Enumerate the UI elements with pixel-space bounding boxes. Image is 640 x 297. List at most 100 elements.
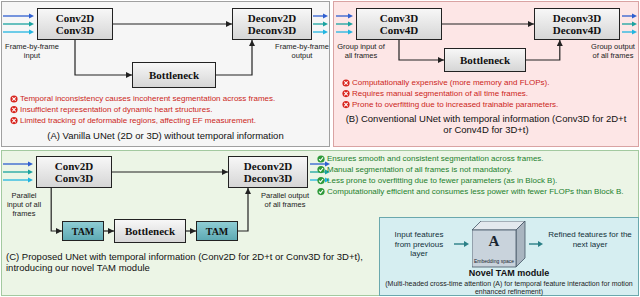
cube-front — [472, 230, 516, 267]
arrow-head — [28, 162, 33, 167]
frame-arrow — [3, 31, 30, 32]
cross-mark — [344, 103, 347, 106]
attention-cube: AEmbedding space — [472, 221, 526, 268]
benefit-text: Computationally efficient and consumes l… — [327, 187, 633, 197]
flow-arrow — [399, 40, 444, 60]
module-caption: (Multi-headed cross-time attention (A) f… — [384, 280, 634, 296]
inset-ground — [379, 217, 639, 296]
cross-icon — [342, 101, 349, 108]
tam-block: TAM — [62, 221, 104, 241]
check-mark — [319, 168, 323, 171]
feature-arrow — [529, 243, 539, 244]
frame-arrow — [313, 23, 324, 24]
cross-icon — [10, 95, 17, 102]
cross-mark — [344, 81, 347, 84]
cross-mark — [344, 92, 347, 95]
block-label: Bottleneck — [460, 54, 510, 66]
input-label: Group input of all frames — [336, 42, 386, 60]
drawback-text: Temporal inconsistency causes incoherent… — [20, 94, 325, 104]
block-label: Deconv3D Deconv4D — [553, 12, 601, 36]
frame-arrow — [3, 171, 29, 172]
conv-block: Conv2D Conv3D — [36, 156, 112, 188]
arrow-head — [323, 14, 328, 19]
block-label: Conv2D Conv3D — [55, 160, 94, 184]
deconv-block: Deconv2D Deconv3D — [228, 156, 308, 188]
check-icon — [317, 155, 324, 162]
cross-mark — [12, 119, 15, 122]
frame-arrow — [336, 15, 349, 16]
check-mark — [319, 190, 323, 193]
block-label: Conv2D Conv3D — [56, 12, 95, 36]
frame-arrow — [622, 23, 633, 24]
drawback-text: Insufficient representation of dynamic h… — [20, 105, 325, 115]
frame-arrow — [3, 179, 29, 180]
cross-icon — [342, 90, 349, 97]
conv-block: Conv3D Conv4D — [356, 8, 442, 40]
block-label: TAM — [206, 226, 229, 237]
arrow-head — [632, 14, 637, 19]
panel: Conv2D Conv3D Bottleneck Deconv2D Deconv3D… — [1, 1, 330, 147]
benefit-text: Less prone to overfitting due to fewer p… — [327, 176, 633, 186]
output-feature-label: Refined features for the next layer — [546, 230, 634, 249]
cross-icon — [10, 106, 17, 113]
bottleneck-block: Bottleneck — [444, 48, 526, 72]
benefit-text: Ensures smooth and consistent segmentati… — [327, 154, 633, 164]
tam-block: TAM — [196, 221, 238, 241]
frame-arrow — [310, 163, 326, 164]
check-mark — [319, 179, 323, 182]
input-arrows — [3, 162, 33, 183]
deconv-block: Deconv3D Deconv4D — [534, 8, 620, 40]
drawback-text: Requires manual segmentation of all time… — [352, 89, 634, 99]
block-label: Deconv2D Deconv3D — [244, 160, 292, 184]
arrow-head — [464, 241, 469, 247]
cross-mark — [12, 97, 15, 100]
frame-arrow — [3, 23, 30, 24]
tam-module-inset: AEmbedding spaceInput features from prev… — [379, 217, 639, 296]
block-label: Deconv2D Deconv3D — [248, 12, 296, 36]
flow-arrow — [186, 230, 196, 231]
check-icon — [317, 177, 324, 184]
output-label: Parallel output of all frames — [258, 191, 312, 209]
flow-arrow — [238, 188, 248, 231]
cross-mark — [12, 108, 15, 111]
flow-arrow — [104, 230, 114, 231]
check-icon — [317, 166, 324, 173]
check-mark — [319, 157, 323, 160]
arrow-head — [323, 22, 328, 27]
feature-arrow — [454, 243, 465, 244]
frame-arrow — [3, 15, 30, 16]
flow-arrow — [75, 40, 132, 75]
arrow-head — [632, 30, 637, 35]
output-arrows — [313, 14, 328, 35]
panel-ground — [1, 150, 639, 296]
panel-caption: (B) Conventional UNet with temporal info… — [342, 113, 630, 136]
flow-arrow — [442, 23, 534, 24]
input-arrows — [3, 14, 34, 35]
input-label: Parallel input of all frames — [4, 191, 44, 218]
arrow-head — [29, 22, 34, 27]
block-label: Bottleneck — [149, 69, 199, 81]
arrow-head — [348, 14, 353, 19]
drawback-text: Limited tracking of deformable regions, … — [20, 116, 325, 126]
frame-arrow — [336, 23, 349, 24]
block-label: Conv3D Conv4D — [380, 12, 419, 36]
output-label: Group output of all frames — [590, 42, 636, 60]
deconv-block: Deconv2D Deconv3D — [232, 8, 312, 40]
arrow-head — [28, 178, 33, 183]
flow-arrow — [216, 40, 252, 75]
frame-arrow — [622, 15, 633, 16]
arrow-head — [348, 22, 353, 27]
output-arrows — [622, 14, 637, 35]
flow-arrow — [113, 23, 232, 24]
arrow-head — [323, 30, 328, 35]
arrow-head — [29, 30, 34, 35]
cube-side — [516, 221, 525, 267]
panel: Conv2D Conv3D TAM Bottleneck TAM Deconv2D De… — [1, 150, 639, 296]
frame-arrow — [622, 31, 633, 32]
check-icon — [317, 166, 324, 173]
bottleneck-block: Bottleneck — [114, 219, 186, 243]
panel: Conv3D Conv4D Bottleneck Deconv3D Deconv4D… — [333, 1, 639, 147]
flow-arrow — [51, 188, 62, 231]
module-title: Novel TAM module — [384, 268, 634, 279]
